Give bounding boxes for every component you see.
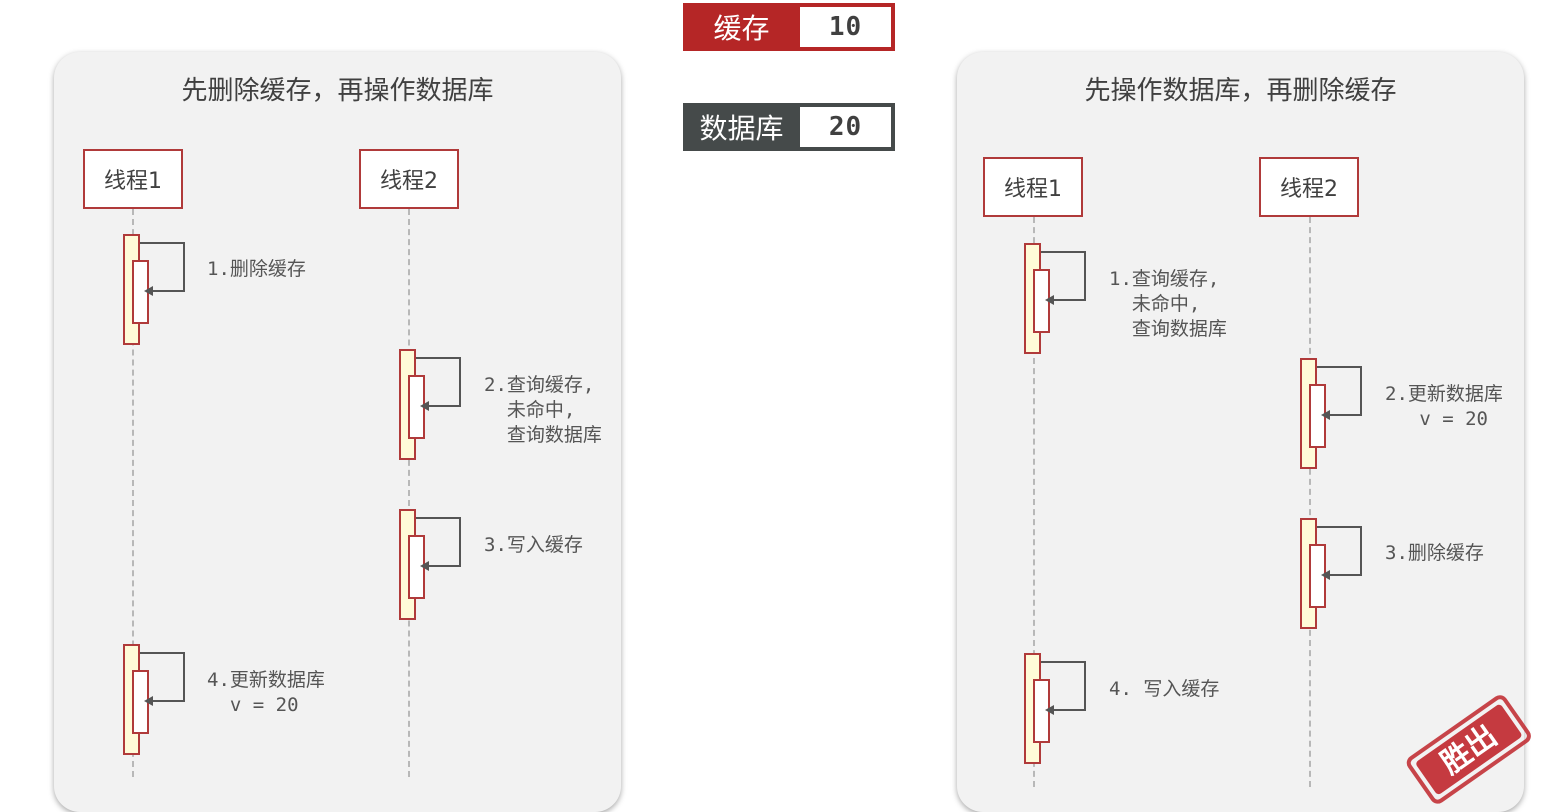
right-step-1-label: 1.查询缓存, 未命中, 查询数据库 (1109, 268, 1227, 340)
winner-stamp: 胜出 (1406, 695, 1531, 804)
cache-label: 缓存 (713, 12, 770, 45)
left-thread1-box: 线程1 (83, 149, 183, 209)
left-step-3-label: 3.写入缓存 (484, 534, 583, 556)
left-thread1-lifeline (132, 209, 134, 777)
left-thread2-lifeline (408, 209, 410, 777)
left-panel-title: 先删除缓存，再操作数据库 (181, 76, 494, 106)
right-thread1-lifeline (1033, 217, 1035, 787)
cache-value: 10 (800, 7, 891, 47)
left-step-1-label: 1.删除缓存 (207, 258, 306, 280)
right-thread1-box: 线程1 (983, 157, 1083, 217)
right-sequence-panel: 先操作数据库，再删除缓存 线程1 线程2 1.查询缓存, 未命中, 查询数据库 … (957, 52, 1524, 812)
left-step-2-label: 2.查询缓存, 未命中, 查询数据库 (484, 374, 602, 446)
right-step-4-label: 4. 写入缓存 (1109, 678, 1220, 700)
right-thread2-lifeline (1309, 217, 1311, 787)
right-panel-title: 先操作数据库，再删除缓存 (1084, 76, 1397, 106)
database-status: 数据库 20 (683, 103, 895, 151)
database-label: 数据库 (699, 112, 784, 145)
left-self-arrow-3 (416, 517, 461, 571)
left-self-arrow-1 (140, 242, 185, 296)
left-step-4-label: 4.更新数据库 v = 20 (207, 669, 325, 716)
right-step-2-label: 2.更新数据库 v = 20 (1385, 383, 1503, 430)
left-self-arrow-4 (140, 652, 185, 706)
cache-status: 缓存 10 (683, 3, 895, 51)
left-self-arrow-2 (416, 357, 461, 411)
right-thread2-box: 线程2 (1259, 157, 1359, 217)
database-value: 20 (800, 107, 891, 147)
left-sequence-panel: 先删除缓存，再操作数据库 线程1 线程2 1.删除缓存 2.查询缓存, 未命中,… (54, 52, 621, 812)
right-self-arrow-2 (1317, 366, 1362, 420)
right-self-arrow-1 (1041, 251, 1086, 305)
left-thread2-box: 线程2 (359, 149, 459, 209)
right-self-arrow-4 (1041, 661, 1086, 715)
right-step-3-label: 3.删除缓存 (1385, 542, 1484, 564)
right-self-arrow-3 (1317, 526, 1362, 580)
